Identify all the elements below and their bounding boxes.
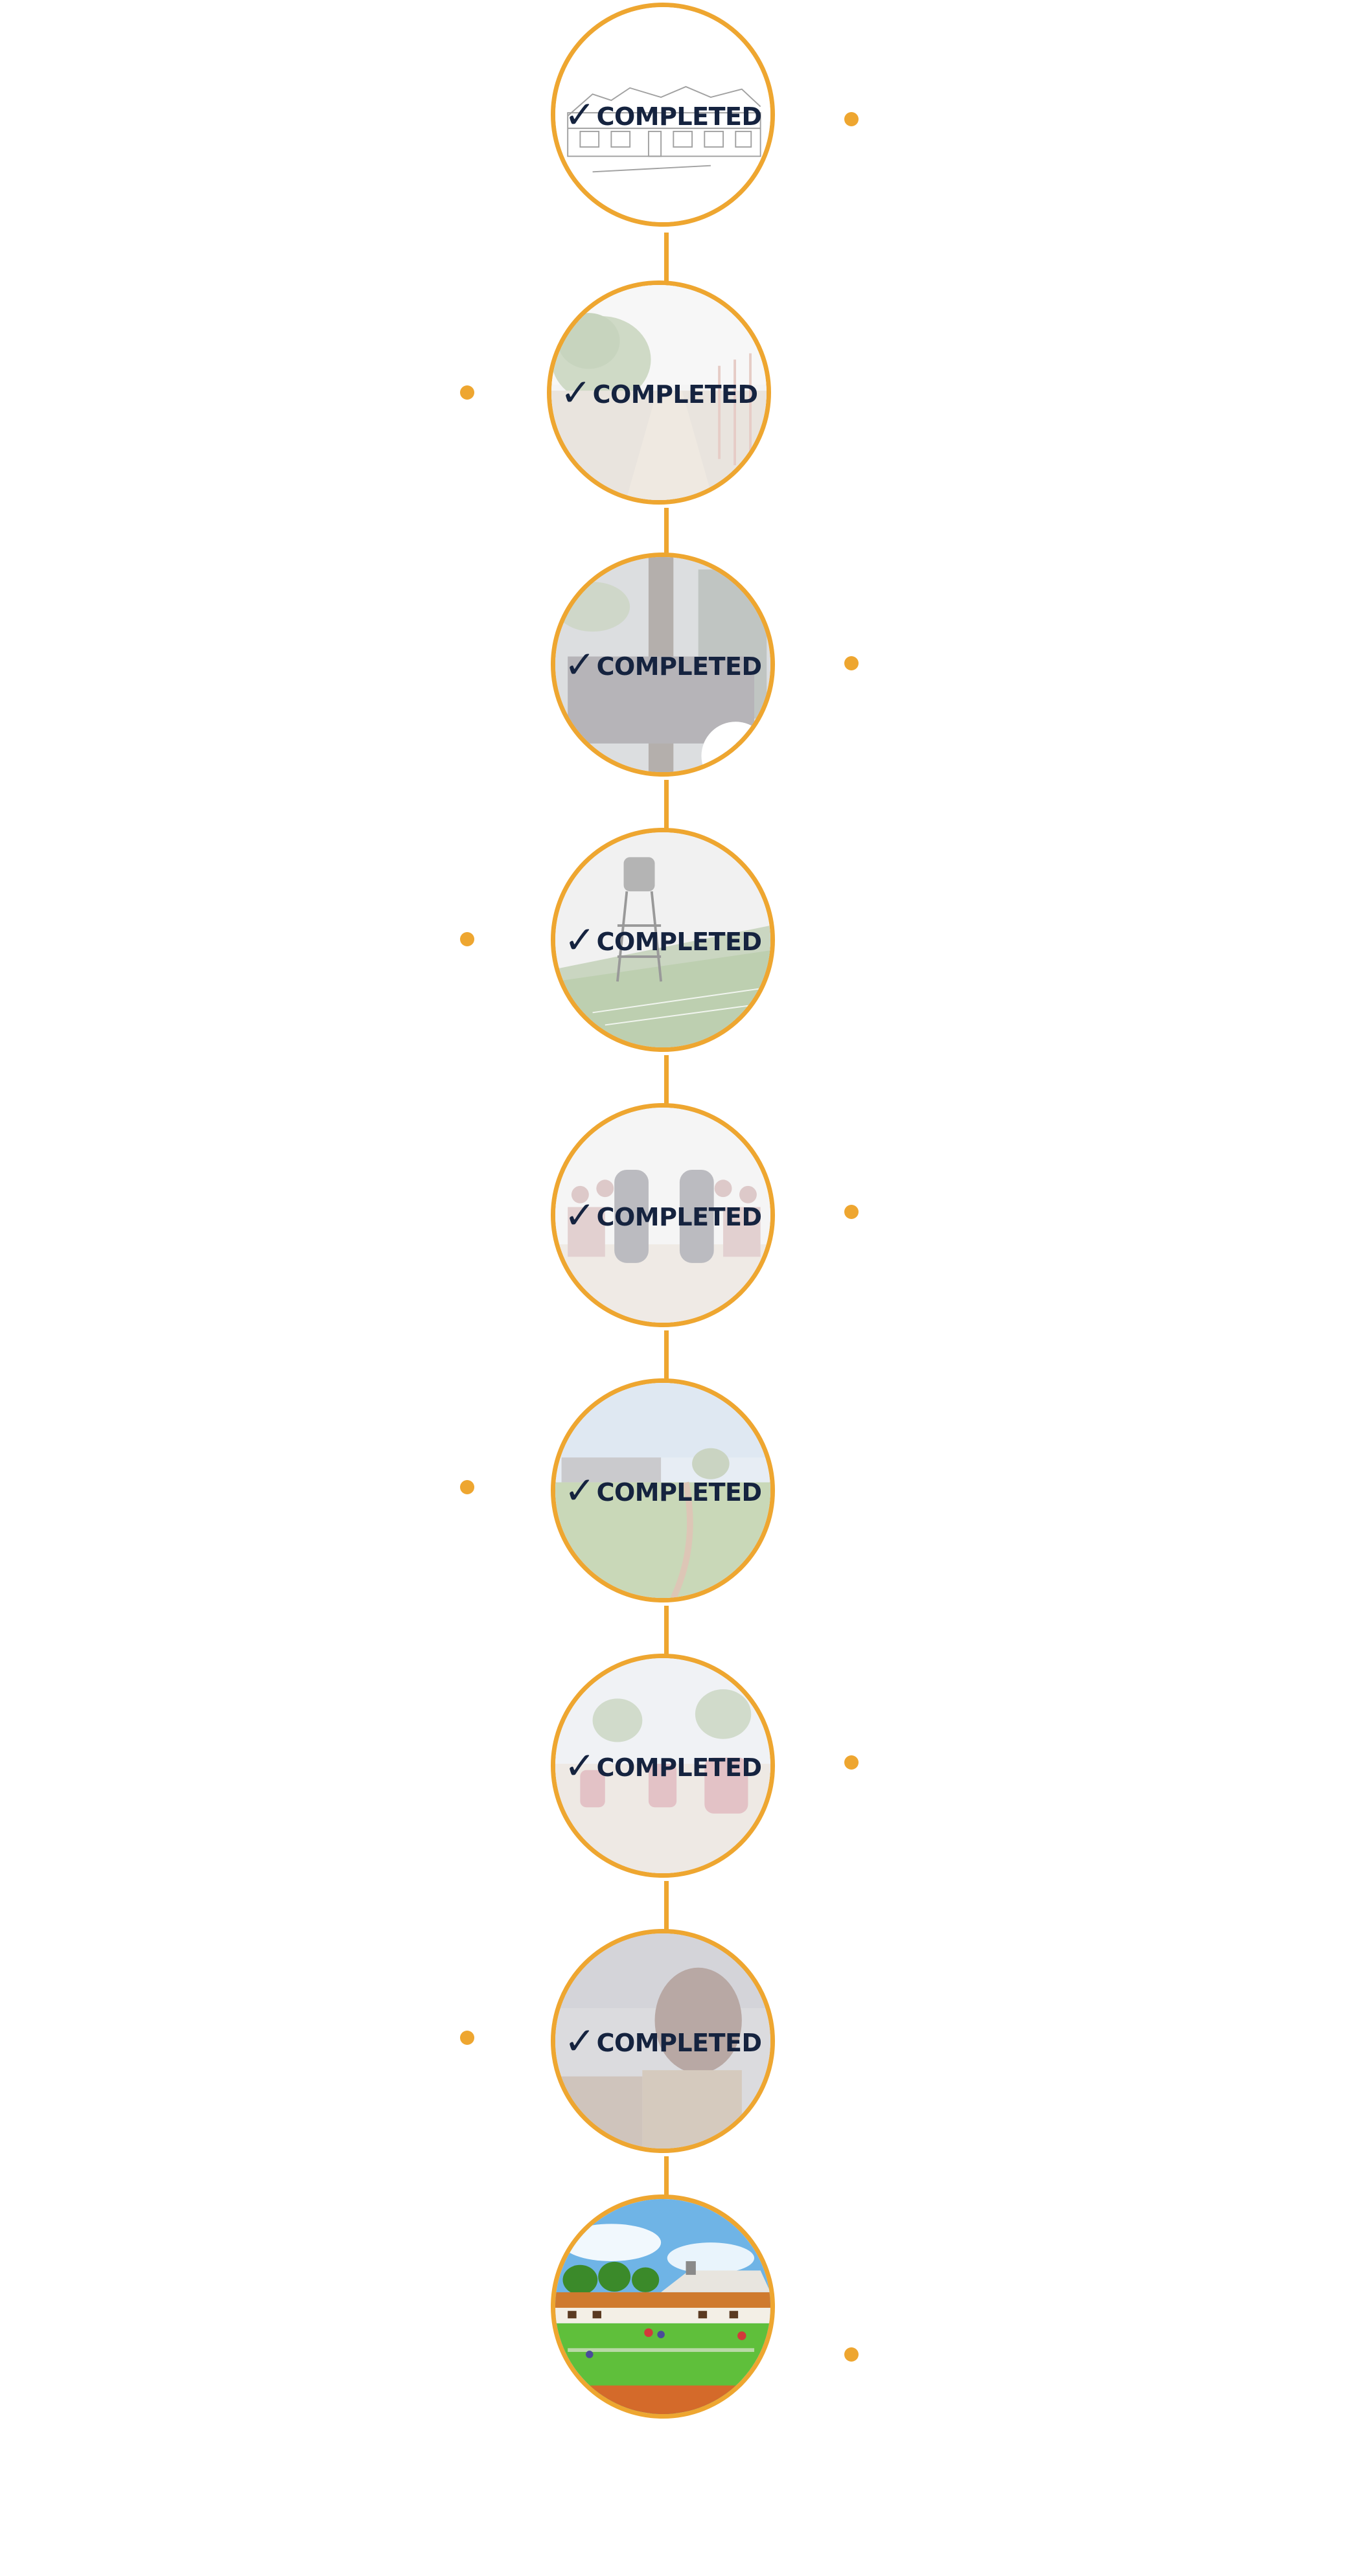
- status-label: ✓COMPLETED: [555, 1193, 770, 1237]
- finished-school-campus-image: [555, 2199, 770, 2414]
- timeline-connector: [664, 1330, 669, 1382]
- status-text: COMPLETED: [596, 1203, 762, 1231]
- timeline-connector: [664, 1881, 669, 1932]
- checkmark-icon: ✓: [564, 93, 595, 137]
- children-playing-outdoors-image: [555, 1658, 770, 1873]
- status-label: ✓COMPLETED: [555, 1744, 770, 1788]
- timeline-dot-right: [844, 1205, 859, 1219]
- status-label: ✓COMPLETED: [551, 370, 767, 415]
- groundbreaking-crowd-image: [555, 1108, 770, 1323]
- milestone-7[interactable]: ✓COMPLETED: [551, 1654, 775, 1878]
- milestone-5[interactable]: ✓COMPLETED: [551, 1103, 775, 1327]
- status-text: COMPLETED: [596, 2029, 762, 2057]
- timeline-dot-right: [844, 656, 859, 670]
- timeline-dot-left: [460, 932, 474, 946]
- status-label: ✓COMPLETED: [555, 2019, 770, 2063]
- status-label: ✓COMPLETED: [555, 1468, 770, 1512]
- checkmark-icon: ✓: [564, 1468, 595, 1512]
- status-text: COMPLETED: [596, 928, 762, 956]
- milestone-8[interactable]: ✓COMPLETED: [551, 1929, 775, 2153]
- timeline-connector: [664, 1606, 669, 1657]
- milestone-3[interactable]: ✓COMPLETED: [551, 553, 775, 777]
- milestone-9[interactable]: [551, 2194, 775, 2419]
- status-text: COMPLETED: [596, 1753, 762, 1782]
- timeline-connector: [664, 233, 669, 284]
- milestone-4[interactable]: ✓COMPLETED: [551, 828, 775, 1052]
- timeline-dot-right: [844, 1755, 859, 1770]
- timeline-dot-left: [460, 385, 474, 400]
- timeline-dot-right: [844, 112, 859, 126]
- timeline-connector: [664, 2156, 669, 2207]
- status-label: ✓COMPLETED: [555, 918, 770, 962]
- status-label: ✓COMPLETED: [555, 643, 770, 687]
- status-text: COMPLETED: [596, 102, 762, 131]
- checkmark-icon: ✓: [564, 643, 595, 687]
- checkmark-icon: ✓: [560, 370, 592, 415]
- checkmark-icon: ✓: [564, 918, 595, 962]
- milestone-2[interactable]: ✓COMPLETED: [547, 280, 771, 505]
- status-text: COMPLETED: [592, 380, 758, 409]
- milestone-6[interactable]: ✓COMPLETED: [551, 1378, 775, 1602]
- milestone-1[interactable]: ✓COMPLETED: [551, 3, 775, 227]
- green-field-buildings-image: [555, 1383, 770, 1598]
- checkmark-icon: ✓: [564, 2019, 595, 2063]
- dirt-road-site-image: [551, 285, 767, 500]
- drilling-rig-image: [555, 557, 770, 772]
- status-text: COMPLETED: [596, 652, 762, 681]
- school-building-sketch-image: [555, 7, 770, 222]
- student-portrait-image: [555, 1933, 770, 2149]
- timeline-connector: [664, 508, 669, 556]
- checkmark-icon: ✓: [564, 1744, 595, 1788]
- timeline-connector: [664, 1055, 669, 1106]
- timeline-dot-left: [460, 1480, 474, 1494]
- status-label: ✓COMPLETED: [555, 93, 770, 137]
- status-text: COMPLETED: [596, 1478, 762, 1507]
- timeline-dot-right: [844, 2347, 859, 2362]
- water-tower-field-image: [555, 832, 770, 1047]
- checkmark-icon: ✓: [564, 1193, 595, 1237]
- timeline-connector: [664, 780, 669, 831]
- timeline-dot-left: [460, 2031, 474, 2045]
